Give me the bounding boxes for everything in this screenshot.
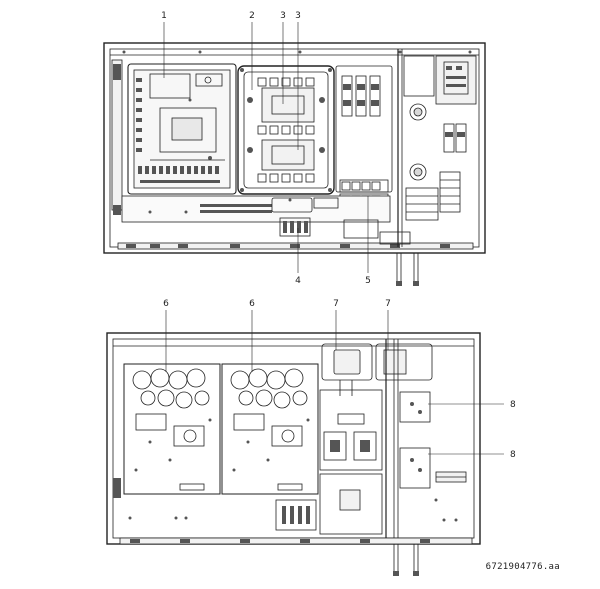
capacitor-module (319, 389, 383, 535)
callout-3a: 3 (280, 11, 286, 21)
callout-5: 5 (365, 276, 371, 286)
callout-4: 4 (295, 276, 301, 286)
top-callout-leaders (163, 22, 369, 273)
callout-3b: 3 (295, 11, 301, 21)
callout-7b: 7 (385, 299, 391, 309)
callout-7a: 7 (333, 299, 339, 309)
right-compartment (403, 55, 477, 221)
callout-1: 1 (161, 11, 167, 21)
bottom-unit (106, 332, 481, 576)
figure-id: 6721904776.aa (485, 562, 560, 572)
callout-6b: 6 (249, 299, 255, 309)
callout-2: 2 (249, 11, 255, 21)
terminal-block (335, 65, 393, 207)
callout-6a: 6 (163, 299, 169, 309)
inverter-board-a (123, 363, 221, 495)
bottom-callout-leaders (165, 310, 504, 455)
power-module (237, 65, 335, 195)
control-board (127, 63, 237, 195)
top-unit (103, 42, 486, 286)
top-unit-housing (103, 42, 486, 254)
fan-modules (321, 343, 433, 396)
callout-8b: 8 (510, 450, 516, 460)
callout-8a: 8 (510, 400, 516, 410)
inverter-board-b (221, 363, 319, 495)
right-compartment-bottom (399, 391, 467, 522)
